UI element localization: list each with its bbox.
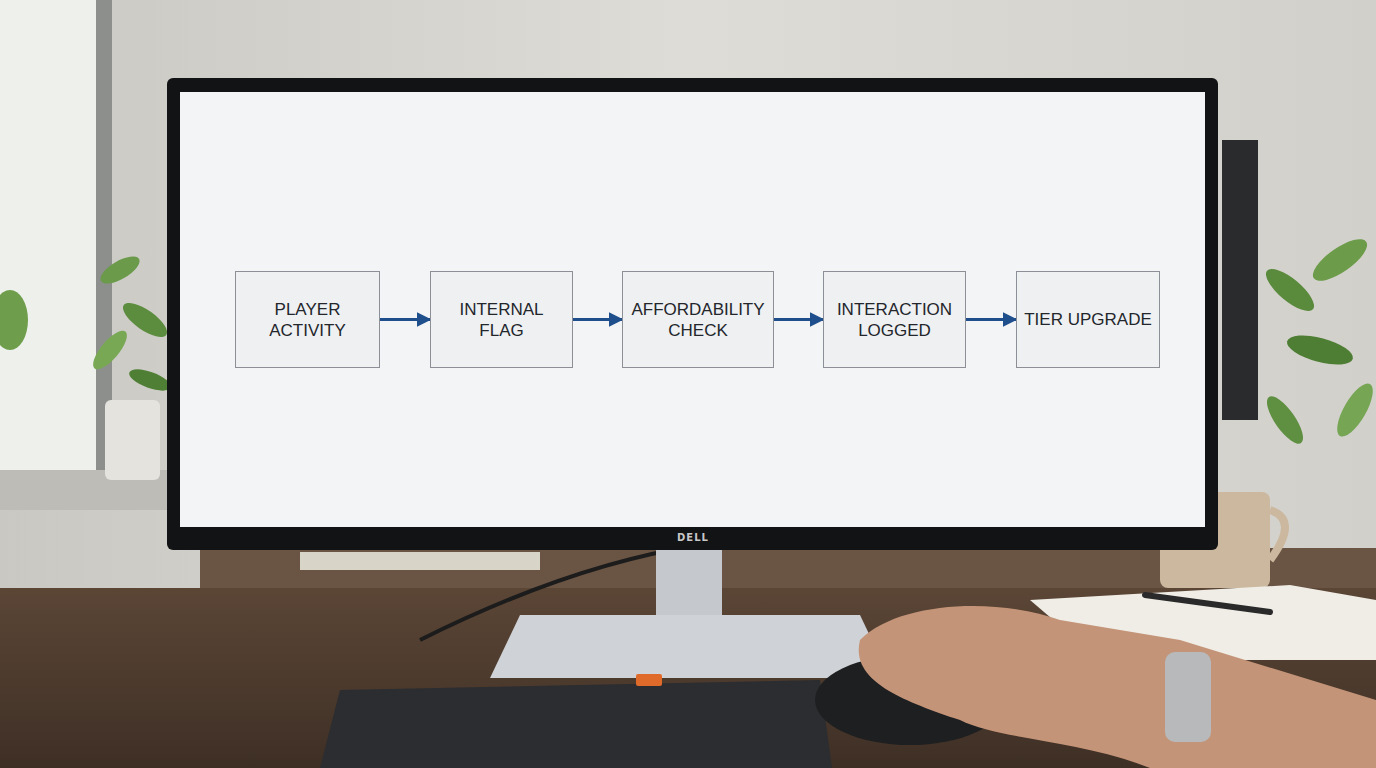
box-label: AFFORDABILITY CHECK [629, 299, 767, 341]
box-label: INTERACTION LOGGED [830, 299, 959, 341]
leaf [1307, 232, 1373, 288]
keyboard-key [636, 674, 662, 686]
window [0, 0, 112, 470]
brand-logo: DELL [677, 532, 709, 543]
leaf [96, 251, 143, 289]
watch [1165, 652, 1211, 742]
flow-arrow [573, 318, 622, 321]
leaf [88, 326, 133, 374]
keyboard [320, 680, 832, 768]
monitor-base [490, 615, 890, 678]
leaf [1284, 330, 1356, 371]
process-box: INTERNAL FLAG [430, 271, 573, 368]
box-text-group: INTERNAL FLAG [437, 299, 566, 341]
box-label: TIER UPGRADE [1024, 309, 1152, 330]
flow-arrow [774, 318, 823, 321]
leaf [0, 290, 28, 350]
box-text-group: INTERACTION LOGGED [830, 299, 959, 341]
back-monitor [1222, 140, 1258, 420]
flow-arrow [380, 318, 430, 321]
mug-handle [1270, 510, 1285, 560]
box-text-group: AFFORDABILITY CHECK [629, 299, 767, 341]
box-text-group: PLAYER ACTIVITY [242, 299, 373, 341]
leaf [127, 365, 174, 395]
monitor-bezel [167, 78, 1218, 550]
process-box: INTERACTION LOGGED [823, 271, 966, 368]
window-frame [96, 0, 112, 470]
leaf [1330, 379, 1376, 442]
process-box: AFFORDABILITY CHECK [622, 271, 774, 368]
box-text-group: TIER UPGRADE [1024, 309, 1152, 330]
process-box: PLAYER ACTIVITY [235, 271, 380, 368]
hand [859, 606, 1376, 768]
plant-right [1260, 232, 1376, 449]
book [300, 552, 540, 570]
box-label: PLAYER ACTIVITY [242, 299, 373, 341]
plant-pot [105, 400, 160, 480]
plant-left [0, 251, 173, 480]
monitor-screen [180, 92, 1205, 527]
pen [1145, 595, 1270, 612]
process-box: TIER UPGRADE [1016, 271, 1160, 368]
leaf [1260, 262, 1320, 317]
box-label: INTERNAL FLAG [437, 299, 566, 341]
leaf [1261, 391, 1310, 448]
flow-arrow [966, 318, 1016, 321]
